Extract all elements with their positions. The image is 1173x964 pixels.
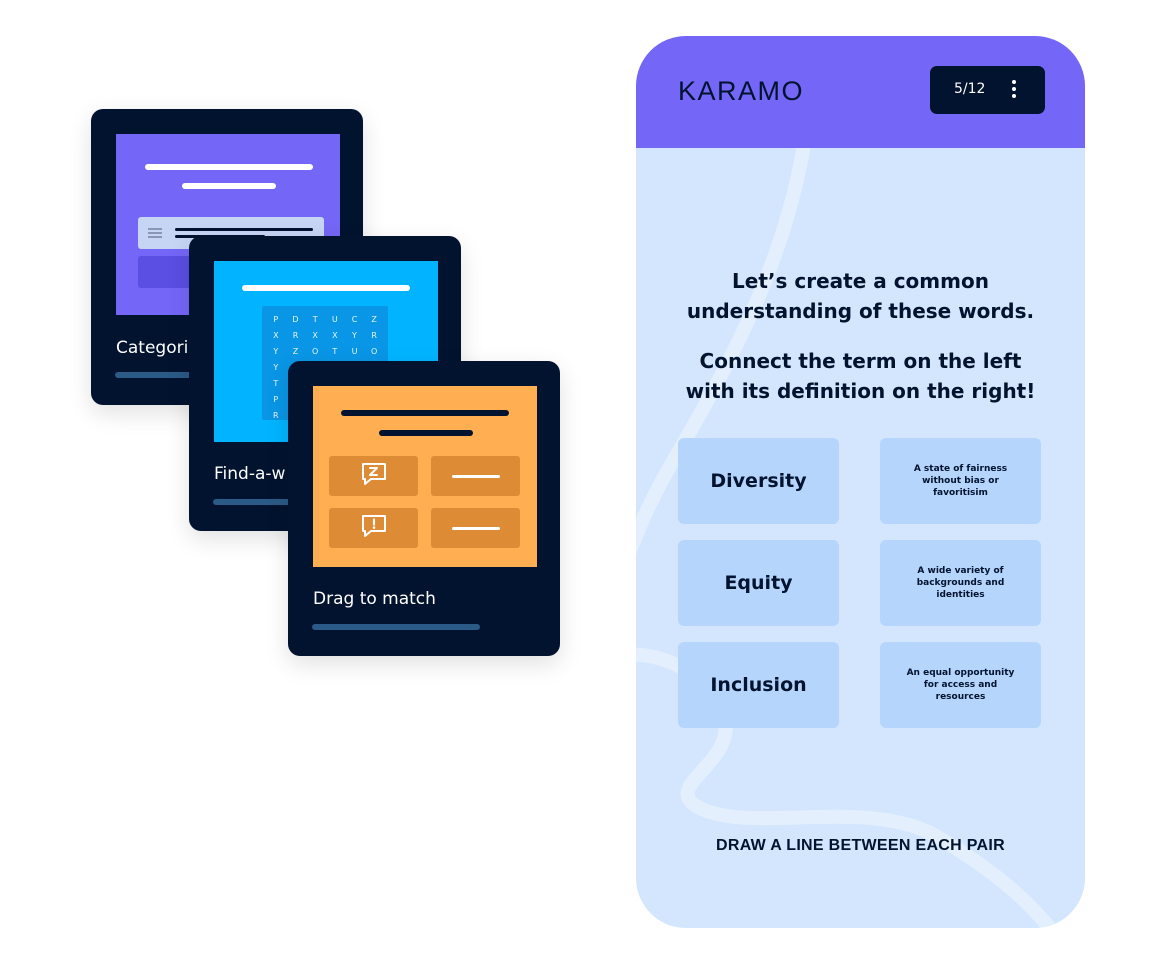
grid-letter: X xyxy=(273,331,279,340)
definition-label: An equal opportunity for access and reso… xyxy=(906,668,1015,702)
card-progress-bar xyxy=(312,624,480,630)
card-title: Find-a-w xyxy=(214,464,286,484)
progress-count: 5/12 xyxy=(954,81,986,97)
grid-letter: Z xyxy=(292,347,299,356)
grid-letter: O xyxy=(371,347,378,356)
preview-line xyxy=(145,164,313,170)
instruction-text: Connect the term on the left with its de… xyxy=(685,349,1036,403)
preview-line xyxy=(182,183,276,189)
grid-letter: U xyxy=(331,315,338,324)
grid-letter: C xyxy=(351,315,358,324)
card-preview xyxy=(313,386,537,567)
grid-letter: Z xyxy=(371,315,377,324)
grid-letter: O xyxy=(312,347,319,356)
grid-letter: Y xyxy=(273,347,279,356)
definition-variety[interactable]: A wide variety of backgrounds and identi… xyxy=(880,540,1041,626)
grid-letter: X xyxy=(332,331,338,340)
card-title: Drag to match xyxy=(313,589,436,609)
alert-chat-icon xyxy=(360,513,388,543)
activity-card-drag-to-match[interactable]: Drag to match xyxy=(288,361,560,656)
preview-line xyxy=(242,285,410,291)
grid-letter: T xyxy=(332,347,338,356)
brand-logo: KARAMO xyxy=(678,76,805,106)
drag-tile xyxy=(431,456,520,496)
grid-letter: X xyxy=(312,331,318,340)
definition-opportunity[interactable]: An equal opportunity for access and reso… xyxy=(880,642,1041,728)
grid-letter: Y xyxy=(352,331,357,340)
grid-letter: D xyxy=(292,315,299,324)
preview-line xyxy=(379,430,473,436)
progress-indicator: 5/12 xyxy=(930,66,1045,114)
preview-line xyxy=(175,228,313,231)
grid-letter: P xyxy=(273,395,279,404)
drag-tile xyxy=(431,508,520,548)
card-title: Categori xyxy=(116,338,189,358)
definition-fairness[interactable]: A state of fairness without bias or favo… xyxy=(880,438,1041,524)
definition-label: A wide variety of backgrounds and identi… xyxy=(916,566,1005,600)
grid-letter: R xyxy=(371,331,377,340)
term-diversity[interactable]: Diversity xyxy=(678,438,839,524)
sleep-chat-icon xyxy=(360,461,388,491)
preview-line xyxy=(341,410,509,416)
grid-letter: T xyxy=(273,379,279,388)
term-label: Equity xyxy=(724,572,793,594)
grid-letter: R xyxy=(292,331,299,340)
term-label: Inclusion xyxy=(710,674,807,696)
term-equity[interactable]: Equity xyxy=(678,540,839,626)
term-label: Diversity xyxy=(710,470,807,492)
grid-letter: Y xyxy=(273,363,279,372)
list-icon xyxy=(148,228,162,238)
grid-letter: T xyxy=(312,315,318,324)
intro-text: Let’s create a common understanding of t… xyxy=(686,269,1035,323)
drag-tile xyxy=(329,508,418,548)
grid-letter: R xyxy=(273,411,279,420)
drag-tile xyxy=(329,456,418,496)
instruction-footer: DRAW A LINE BETWEEN EACH PAIR xyxy=(716,837,1005,854)
term-inclusion[interactable]: Inclusion xyxy=(678,642,839,728)
definition-label: A state of fairness without bias or favo… xyxy=(913,464,1008,498)
phone-screen: KARAMO 5/12 Let’s create a common unders… xyxy=(636,36,1085,928)
more-vertical-icon[interactable] xyxy=(1010,80,1018,100)
app-header: KARAMO 5/12 xyxy=(636,36,1085,148)
grid-letter: P xyxy=(273,315,279,324)
grid-letter: U xyxy=(351,347,358,356)
